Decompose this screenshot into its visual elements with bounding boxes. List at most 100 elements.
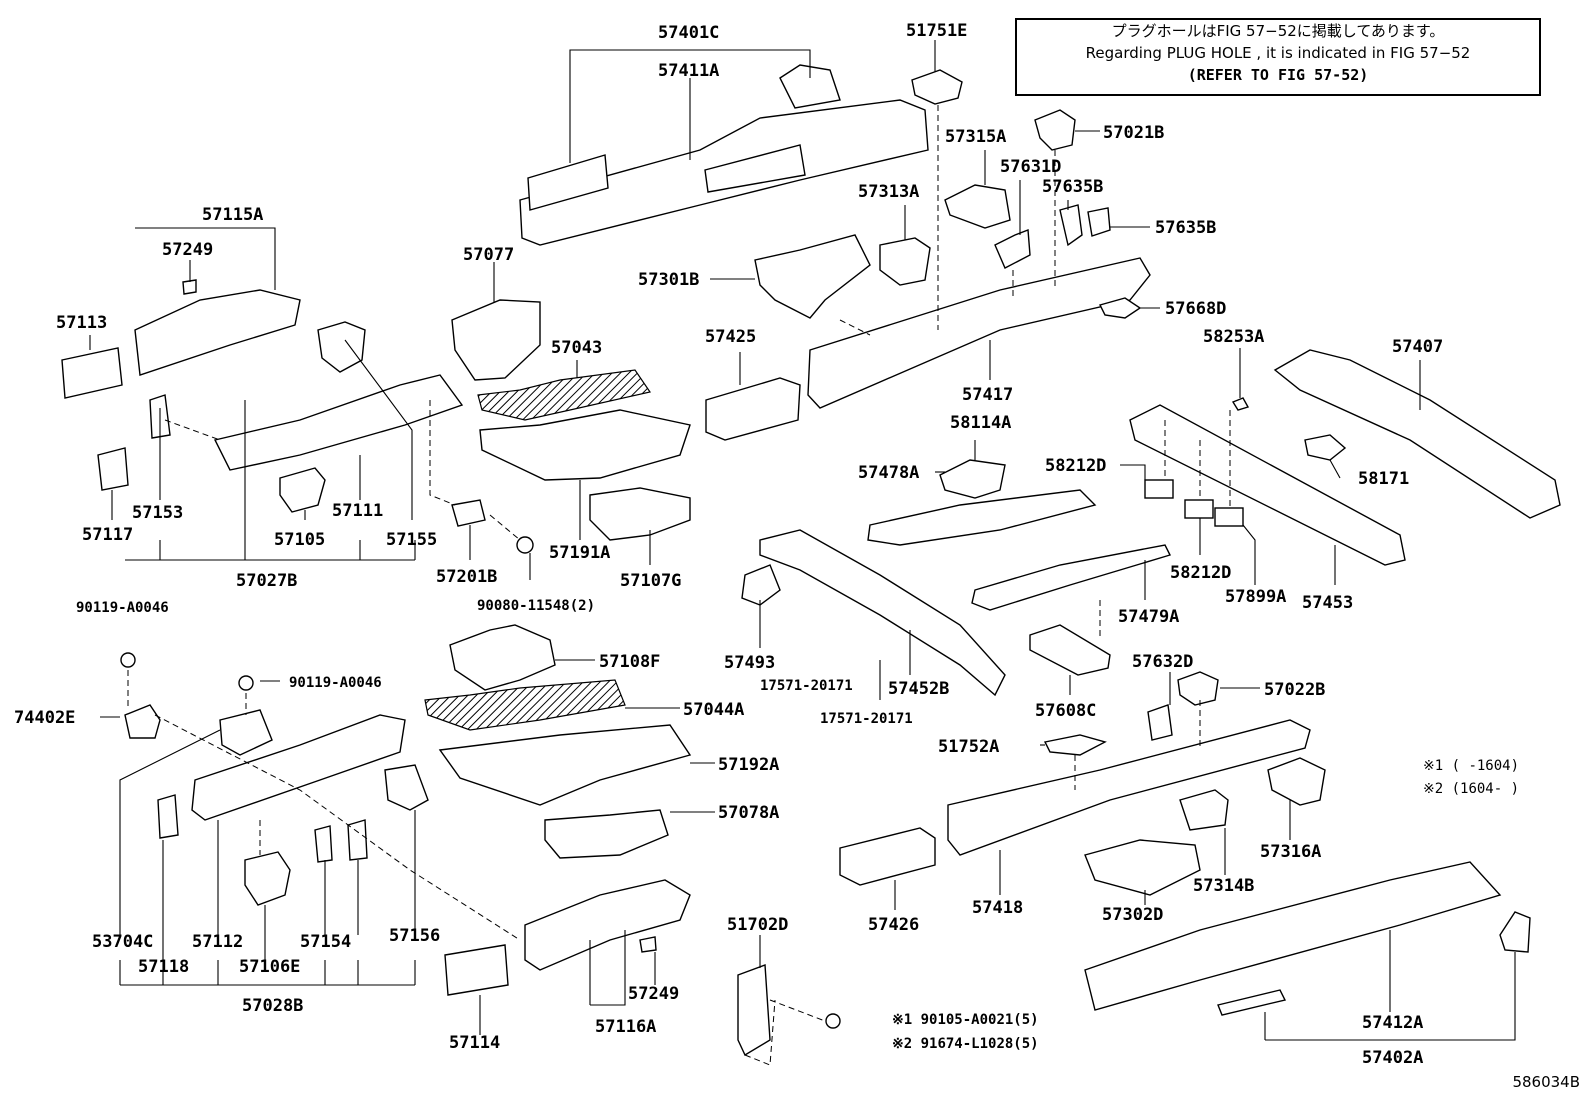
part-57608C-shape (1029, 624, 1111, 676)
label-57156: 57156 (389, 926, 440, 946)
label-57153: 57153 (132, 503, 183, 523)
label-57111: 57111 (332, 501, 383, 521)
part-51752A-shape (1043, 734, 1107, 756)
label-90119-A0046-b: 90119-A0046 (289, 675, 382, 691)
label-57105: 57105 (274, 530, 325, 550)
dashed-alignment-lines (127, 105, 1231, 1066)
label-57117: 57117 (82, 525, 133, 545)
part-57191A-shape (479, 409, 691, 481)
part-57452B-shape (759, 529, 1006, 697)
label-57418: 57418 (972, 898, 1023, 918)
label-57426: 57426 (868, 915, 919, 935)
part-57106E-shape (244, 851, 291, 906)
part-57116A-shape (524, 879, 691, 971)
label-57022B: 57022B (1264, 680, 1325, 700)
note-japanese: プラグホールはFIG 57−52に掲載してあります。 (1111, 22, 1445, 40)
part-57249-b-shape (639, 936, 657, 953)
label-57154: 57154 (300, 932, 351, 952)
part-57301B-shape (754, 234, 871, 319)
label-57452B: 57452B (888, 679, 949, 699)
part-58212D-b-shape (1184, 499, 1214, 519)
part-57022B-shape (1177, 671, 1219, 706)
label-90119-A0046-a: 90119-A0046 (76, 600, 169, 616)
part-57316A-shape (1267, 757, 1326, 806)
label-57107G: 57107G (620, 571, 681, 591)
label-57118: 57118 (138, 957, 189, 977)
leader-lines (89, 40, 1516, 1041)
label-58212D-a: 58212D (1045, 456, 1106, 476)
part-57635B-b-shape (1087, 207, 1111, 237)
label-57078A: 57078A (718, 803, 779, 823)
part-57043-shape (477, 369, 651, 421)
label-57116A: 57116A (595, 1017, 656, 1037)
part-57114-shape (444, 944, 509, 996)
label-57412A: 57412A (1362, 1013, 1423, 1033)
bolt-90119-a-shape (120, 652, 136, 668)
label-57899A: 57899A (1225, 587, 1286, 607)
part-57021B-shape (1034, 109, 1076, 151)
label-57043: 57043 (551, 338, 602, 358)
part-57105-shape (279, 467, 326, 513)
footnote-1: ※1 ( -1604) (1423, 758, 1520, 774)
part-57412A-shape (1084, 861, 1502, 1011)
label-51702D: 51702D (727, 915, 788, 935)
part-57313A-shape (879, 237, 931, 286)
part-58253A-shape (1231, 397, 1250, 411)
label-57112: 57112 (192, 932, 243, 952)
part-57479A-shape (971, 544, 1171, 611)
part-57426-shape (839, 827, 936, 886)
footnote-2: ※2 (1604- ) (1423, 781, 1520, 797)
label-57027B: 57027B (236, 571, 297, 591)
bolt-90105-shape (825, 1013, 841, 1029)
plug-hole-note: プラグホールはFIG 57−52に掲載してあります。 Regarding PLU… (1015, 18, 1541, 96)
label-57249-b: 57249 (628, 984, 679, 1004)
part-57154-shape (314, 825, 333, 863)
label-57635B-a: 57635B (1042, 177, 1103, 197)
part-57156-shape (347, 819, 368, 861)
part-57118-shape (157, 794, 179, 839)
part-57314B-shape (1179, 789, 1229, 831)
label-53704C: 53704C (92, 932, 153, 952)
label-57635B-b: 57635B (1155, 218, 1216, 238)
label-58253A: 58253A (1203, 327, 1264, 347)
part-57249-a-shape (182, 279, 197, 295)
part-53704C-shape (219, 709, 273, 756)
part-57402A-shape (1499, 911, 1531, 953)
label-57114: 57114 (449, 1033, 500, 1053)
label-57608C: 57608C (1035, 701, 1096, 721)
label-57313A: 57313A (858, 182, 919, 202)
label-90105-A0021: ※1 90105-A0021(5) (892, 1012, 1039, 1028)
label-57192A: 57192A (718, 755, 779, 775)
label-57453: 57453 (1302, 593, 1353, 613)
label-57301B: 57301B (638, 270, 699, 290)
label-57425: 57425 (705, 327, 756, 347)
label-57155: 57155 (386, 530, 437, 550)
note-english: Regarding PLUG HOLE , it is indicated in… (1085, 44, 1471, 62)
label-57631D: 57631D (1000, 157, 1061, 177)
label-57077: 57077 (463, 245, 514, 265)
part-57044A-shape (424, 679, 626, 731)
part-57113-shape (61, 347, 123, 399)
part-57108F-shape (449, 624, 556, 691)
part-57417-shape (807, 257, 1151, 409)
label-57201B: 57201B (436, 567, 497, 587)
label-58114A: 58114A (950, 413, 1011, 433)
label-57402A: 57402A (1362, 1048, 1423, 1068)
part-57632D-shape (1147, 704, 1173, 741)
label-57411A: 57411A (658, 61, 719, 81)
label-91674-L1028: ※2 91674-L1028(5) (892, 1036, 1039, 1052)
label-57407: 57407 (1392, 337, 1443, 357)
label-74402E: 74402E (14, 708, 75, 728)
part-57631D-shape (994, 229, 1031, 269)
part-57077-shape (451, 299, 541, 381)
part-57192A-shape (438, 724, 692, 806)
label-90080-11548: 90080-11548(2) (477, 598, 595, 614)
part-57418-shape (947, 719, 1311, 856)
label-17571-20171-b: 17571-20171 (820, 711, 913, 727)
label-57249-a: 57249 (162, 240, 213, 260)
part-57407-shape (1273, 349, 1561, 519)
note-reference: (REFER TO FIG 57-52) (1187, 66, 1369, 84)
part-57078A-shape (544, 809, 669, 859)
part-51751E-shape (911, 69, 963, 105)
